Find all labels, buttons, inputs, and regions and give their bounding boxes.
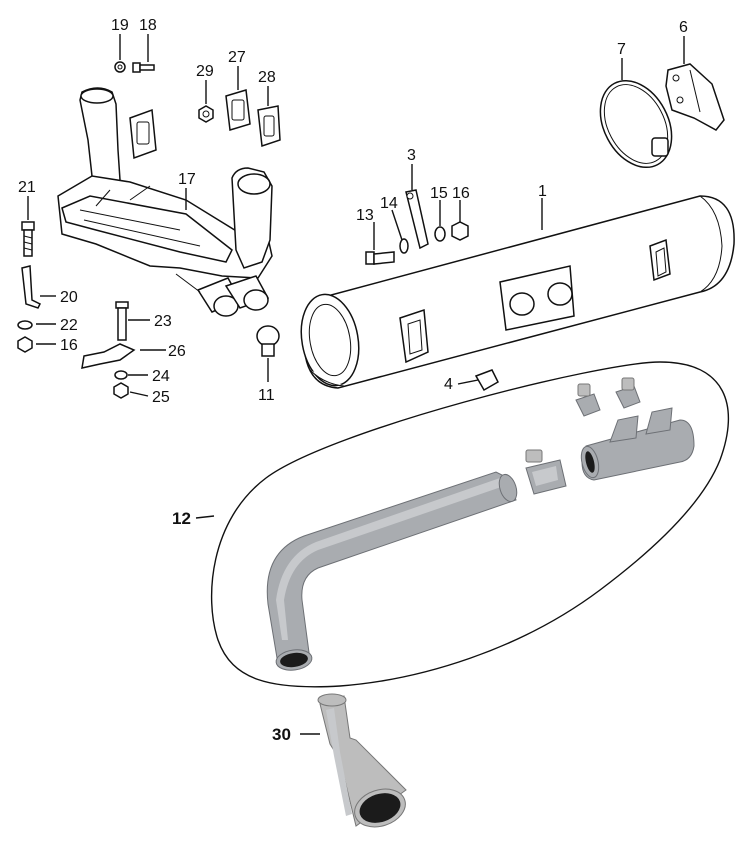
- callout-16-right: 16: [452, 185, 470, 202]
- callout-12: 12: [172, 509, 191, 528]
- callout-17: 17: [178, 171, 196, 188]
- callout-20: 20: [60, 289, 78, 306]
- callout-11: 11: [258, 387, 275, 404]
- heat-exchanger-manifold: [57, 87, 273, 317]
- callout-labels: 19 18 29 27 28 7 6 17 21 3 13 14 15 16 1…: [18, 17, 688, 744]
- callout-22: 22: [60, 317, 78, 334]
- callout-18: 18: [139, 17, 157, 34]
- exhaust-pipe-kit: [266, 377, 695, 671]
- kit-outline: [210, 361, 730, 688]
- callout-13: 13: [356, 207, 374, 224]
- callout-16-left: 16: [60, 337, 78, 354]
- callout-1: 1: [538, 183, 547, 200]
- callout-7: 7: [617, 41, 626, 58]
- callout-19: 19: [111, 17, 129, 34]
- chrome-tip: [317, 693, 407, 828]
- callout-6: 6: [679, 19, 688, 36]
- callout-15: 15: [430, 185, 448, 202]
- mounting-bracket: [665, 63, 725, 131]
- callout-29: 29: [196, 63, 214, 80]
- callout-26: 26: [168, 343, 186, 360]
- muffler-strap: [599, 79, 673, 169]
- callout-21: 21: [18, 179, 36, 196]
- leader-lines: [27, 34, 685, 735]
- callout-24: 24: [152, 368, 170, 385]
- callout-4: 4: [444, 376, 453, 393]
- callout-27: 27: [228, 49, 246, 66]
- callout-14: 14: [380, 195, 398, 212]
- callout-3: 3: [407, 147, 416, 164]
- callout-25: 25: [152, 389, 170, 406]
- callout-23: 23: [154, 313, 172, 330]
- hardware-parts: [17, 61, 499, 399]
- muffler: [300, 195, 735, 389]
- callout-28: 28: [258, 69, 276, 86]
- callout-30: 30: [272, 725, 291, 744]
